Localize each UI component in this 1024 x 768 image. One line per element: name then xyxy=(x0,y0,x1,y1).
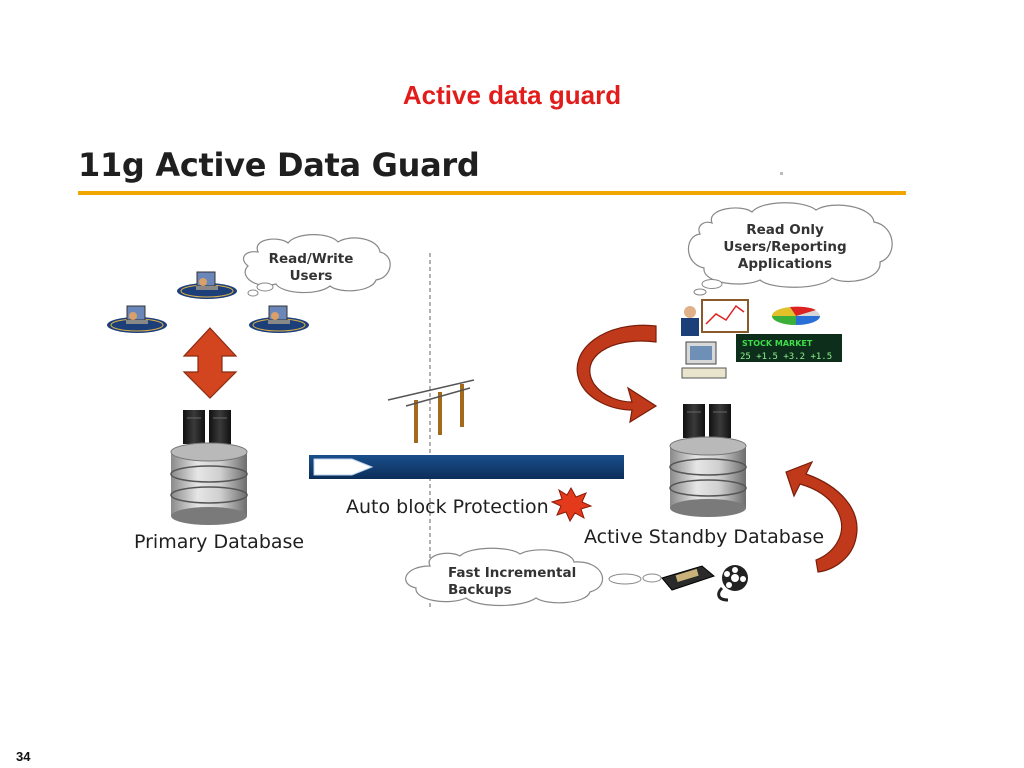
presenter-icon xyxy=(681,299,749,336)
stock-ticker-heading: STOCK MARKET xyxy=(742,339,813,348)
read-only-cloud xyxy=(687,202,893,296)
protection-bar xyxy=(309,455,624,479)
cloud-line: Users/Reporting xyxy=(723,239,847,255)
user-workstation-icon xyxy=(249,305,309,333)
bidirectional-arrow xyxy=(182,327,238,399)
stock-ticker-icon: STOCK MARKET 25 +1.5 +3.2 +1.5 xyxy=(736,334,842,362)
server-icon xyxy=(683,404,731,438)
cloud-line: Applications xyxy=(737,256,833,272)
film-reel-icon xyxy=(717,565,748,602)
backups-cloud-text: Fast Incremental Backups xyxy=(448,565,576,599)
slide-title: Active data guard xyxy=(402,80,622,110)
protection-label: Auto block Protection xyxy=(346,496,549,518)
utility-pole-icon xyxy=(387,379,475,443)
standby-database-label: Active Standby Database xyxy=(584,526,825,548)
starburst-icon xyxy=(550,486,593,523)
header-divider xyxy=(78,191,906,195)
cloud-line: Fast Incremental xyxy=(448,565,577,581)
database-icon xyxy=(170,442,248,525)
tape-icon xyxy=(661,565,716,591)
section-header: 11g Active Data Guard xyxy=(78,146,480,184)
read-only-cloud-text: Read Only Users/Reporting Applications xyxy=(720,222,850,273)
user-workstation-icon xyxy=(107,305,167,333)
curved-arrow-bottom xyxy=(785,460,858,573)
database-icon xyxy=(669,436,747,517)
read-write-cloud-text: Read/Write Users xyxy=(262,251,360,285)
primary-database-label: Primary Database xyxy=(134,531,305,553)
cloud-line: Backups xyxy=(448,582,512,598)
cloud-line: Read Only xyxy=(746,222,824,238)
user-workstation-icon xyxy=(177,271,237,299)
stock-ticker-values: 25 +1.5 +3.2 +1.5 xyxy=(740,352,832,362)
page-number: 34 xyxy=(16,749,31,764)
computer-icon xyxy=(681,341,727,379)
header-dot xyxy=(780,172,783,175)
read-write-cloud xyxy=(243,234,391,297)
backups-cloud xyxy=(405,547,662,607)
pie-chart-icon xyxy=(771,306,820,325)
server-icon xyxy=(183,410,231,444)
cloud-line: Read/Write xyxy=(268,251,354,267)
cloud-line: Users xyxy=(289,268,333,284)
curved-arrow-top xyxy=(576,324,658,424)
